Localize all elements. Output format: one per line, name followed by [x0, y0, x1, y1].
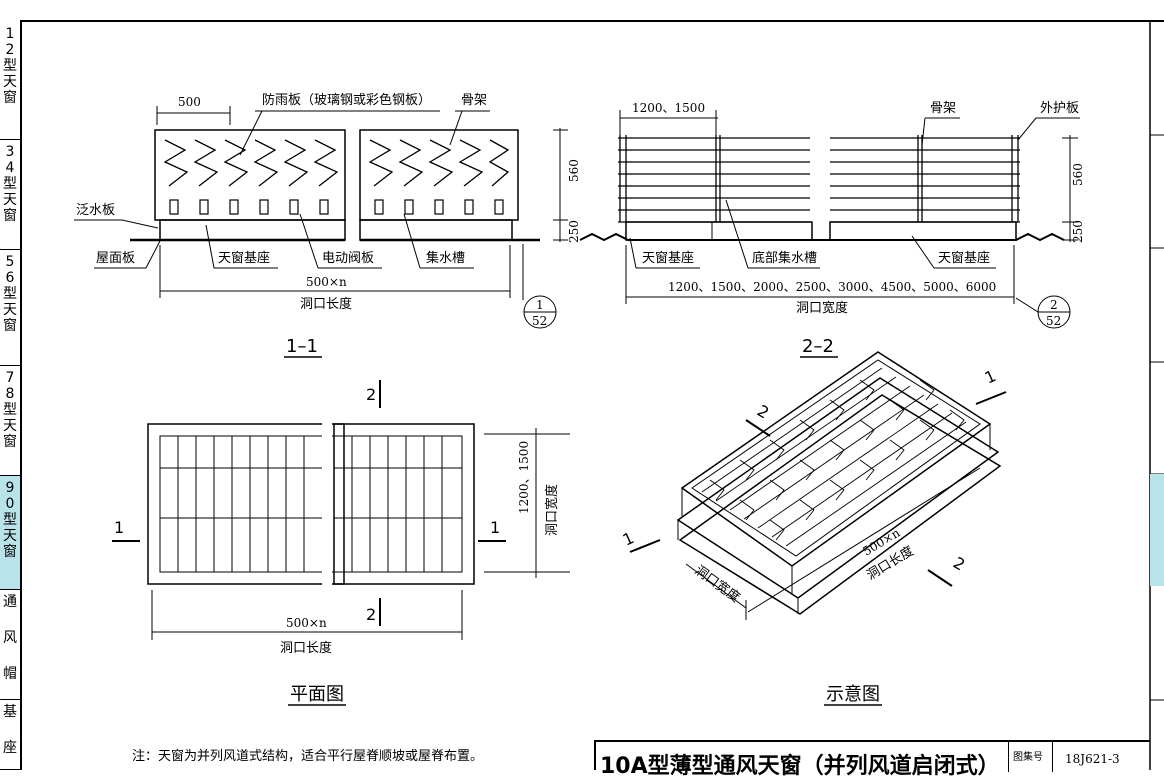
- side-tab-char: 9: [5, 480, 15, 496]
- plan-view: 1 1 2 2 1200、1500 洞口宽度 500×n 洞口长度 平面图: [112, 380, 570, 706]
- base-right-label: 天窗基座: [938, 250, 990, 266]
- damper-label: 电动阀板: [322, 251, 374, 266]
- dim-250-22: 250: [1071, 220, 1085, 243]
- frame-label-22: 骨架: [930, 101, 956, 116]
- iso-opening-width: 洞口宽度: [692, 562, 743, 606]
- side-tab-char: 5: [5, 254, 15, 270]
- side-tab-char: 3: [5, 144, 15, 160]
- side-tab-char: 天: [3, 302, 17, 318]
- side-tab-char: 型: [3, 286, 17, 302]
- side-tab-5[interactable]: 通风帽: [0, 590, 20, 700]
- side-tab-char: 型: [3, 58, 17, 74]
- ref-num-22: 2: [1050, 298, 1058, 312]
- ref-page-22: 52: [1046, 314, 1061, 328]
- plan-opening-width: 洞口宽度: [544, 484, 560, 536]
- section-2-2-title: 2–2: [802, 336, 834, 357]
- iso-cut1-left: 1: [620, 528, 637, 550]
- iso-cut2-bottom: 2: [950, 553, 968, 575]
- side-tab-char: 型: [3, 402, 17, 418]
- side-tab-char: 天: [3, 192, 17, 208]
- dim-width-top: 1200、1500: [632, 101, 705, 115]
- side-tab-char: 6: [5, 270, 15, 286]
- side-tab-char: 4: [5, 160, 15, 176]
- iso-cut1-right: 1: [982, 366, 999, 388]
- opening-length-11: 洞口长度: [300, 296, 352, 312]
- side-tab-char: 帽: [3, 666, 17, 682]
- side-tab-char: 窗: [3, 544, 17, 560]
- side-tab-char: 座: [3, 740, 17, 756]
- side-tab-char: 窗: [3, 208, 17, 224]
- outer-panel-label: 外护板: [1040, 101, 1079, 116]
- base-left-label: 天窗基座: [642, 250, 694, 266]
- plan-dim-width: 1200、1500: [517, 441, 531, 514]
- atlas-label: 图集号: [1008, 742, 1052, 772]
- flashing-label: 泛水板: [76, 203, 115, 218]
- section-2-2: 1200、1500 骨架 外护板 56: [579, 101, 1085, 358]
- section-1-1-title: 1–1: [286, 336, 318, 357]
- side-tab-char: 型: [3, 176, 17, 192]
- dim-250-11: 250: [567, 220, 581, 243]
- side-tab-char: 1: [5, 26, 15, 42]
- drawing-note: 注：天窗为并列风道式结构，适合平行屋脊顺坡或屋脊布置。: [132, 749, 484, 764]
- side-tab-char: 天: [3, 74, 17, 90]
- drawing-title: 10A型薄型通风天窗（并列风道启闭式）: [600, 754, 1000, 779]
- plan-cut2-bottom: 2: [366, 605, 376, 624]
- side-tab-char: 通: [3, 594, 17, 610]
- dim-560-22: 560: [1071, 163, 1085, 186]
- dim-length-11: 500×n: [306, 275, 347, 289]
- plan-cut2-top: 2: [366, 385, 376, 404]
- isometric-view: 1 1 2 2 500×n 洞口长度 洞口宽度 示意图: [620, 351, 1007, 706]
- side-tab-char: 窗: [3, 90, 17, 106]
- side-tab-char: 2: [5, 42, 15, 58]
- rain-panel-label: 防雨板（玻璃钢或彩色钢板）: [262, 92, 431, 108]
- dim-560-11: 560: [567, 159, 581, 182]
- plan-dim-length: 500×n: [286, 616, 327, 630]
- side-tab-column: [0, 20, 22, 770]
- title-block: 10A型薄型通风天窗（并列风道启闭式） 图集号 18J621-3: [594, 740, 1152, 779]
- side-tab-6[interactable]: 基座与: [0, 700, 20, 770]
- gutter-label: 集水槽: [426, 250, 465, 266]
- iso-cut2-top: 2: [754, 401, 772, 423]
- dim-500: 500: [178, 95, 201, 109]
- plan-cut1-left: 1: [114, 518, 124, 537]
- side-tab-char: 8: [5, 386, 15, 402]
- width-list: 1200、1500、2000、2500、3000、4500、5000、6000: [668, 280, 996, 294]
- right-section-marker: [1150, 474, 1164, 586]
- side-tab-char: 型: [3, 512, 17, 528]
- side-tab-char: 窗: [3, 318, 17, 334]
- side-tab-char: 7: [5, 370, 15, 386]
- side-tab-char: 基: [3, 704, 17, 720]
- side-tab-char: 天: [3, 418, 17, 434]
- side-tab-char: 0: [5, 496, 15, 512]
- side-tab-char: 风: [3, 630, 17, 646]
- base-label-11: 天窗基座: [218, 250, 270, 266]
- section-1-1: 500 防雨板（玻璃钢或彩色钢板） 骨架: [74, 92, 581, 358]
- opening-width-22: 洞口宽度: [796, 300, 848, 316]
- side-tab-char: 窗: [3, 434, 17, 450]
- roof-panel-label: 屋面板: [96, 251, 135, 266]
- plan-cut1-right: 1: [490, 518, 500, 537]
- iso-title: 示意图: [826, 684, 880, 705]
- plan-title: 平面图: [290, 684, 344, 705]
- plan-opening-length: 洞口长度: [280, 640, 332, 656]
- frame-label-11: 骨架: [461, 93, 487, 108]
- ref-num-11: 1: [536, 298, 544, 312]
- ref-page-11: 52: [532, 314, 547, 328]
- side-tab-char: 天: [3, 528, 17, 544]
- atlas-number: 18J621-3: [1052, 742, 1152, 772]
- bottom-gutter-label: 底部集水槽: [752, 250, 817, 266]
